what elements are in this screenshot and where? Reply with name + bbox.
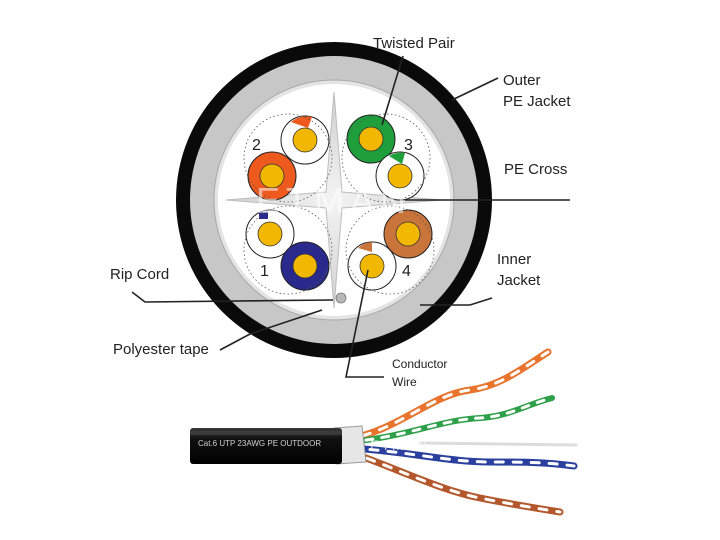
label-pe-cross: PE Cross xyxy=(504,161,567,178)
label-polyester-tape: Polyester tape xyxy=(113,341,209,358)
label-conductor-2: Wire xyxy=(392,375,417,389)
label-outer-jacket-2: PE Jacket xyxy=(503,93,571,110)
label-outer-jacket-1: Outer xyxy=(503,72,541,89)
rip-cord xyxy=(335,292,347,304)
label-conductor-1: Conductor xyxy=(392,357,447,371)
jacket-print: Cat.6 UTP 23AWG PE OUTDOOR xyxy=(198,439,321,448)
pair-number-3: 3 xyxy=(404,137,413,154)
leader-polyester-tape xyxy=(219,309,323,351)
pair-3 xyxy=(341,113,431,203)
cable-cross-section: ETMAN 2 3 1 4 xyxy=(176,42,492,358)
pair-number-1: 1 xyxy=(260,263,269,280)
leader-lines xyxy=(131,55,570,378)
pair-number-4: 4 xyxy=(402,263,411,280)
label-inner-jacket-2: Jacket xyxy=(497,272,541,289)
watermark: ETMAN xyxy=(256,180,412,221)
label-inner-jacket-1: Inner xyxy=(497,251,531,268)
label-rip-cord: Rip Cord xyxy=(110,266,169,283)
leader-twisted-pair xyxy=(381,55,404,126)
leader-rip-cord xyxy=(131,291,334,303)
pair-4 xyxy=(345,205,435,295)
leader-conductor xyxy=(345,269,384,378)
label-twisted-pair: Twisted Pair xyxy=(373,35,455,52)
pe-cross-separator xyxy=(225,91,443,309)
cable-illustration: Cat.6 UTP 23AWG PE OUTDOOR ETMAN xyxy=(190,348,578,516)
pair-number-2: 2 xyxy=(252,137,261,154)
pair-1 xyxy=(243,205,333,295)
cable-watermark: ETMAN xyxy=(370,437,429,453)
leader-outer-jacket xyxy=(451,77,499,101)
cable-wires xyxy=(341,348,578,516)
callout-labels: Twisted Pair Outer PE Jacket PE Cross In… xyxy=(110,35,571,389)
cable-jacket xyxy=(190,428,342,464)
pair-2 xyxy=(243,113,333,203)
leader-inner-jacket xyxy=(420,297,493,306)
